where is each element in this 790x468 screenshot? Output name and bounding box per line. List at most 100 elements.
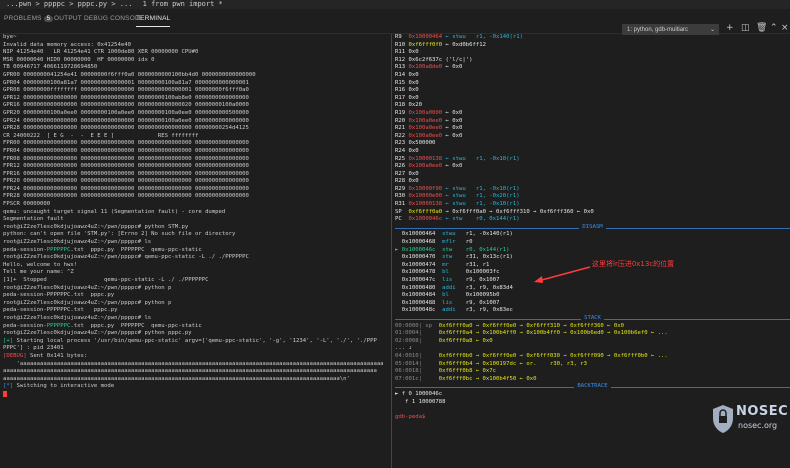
disasm-row: 0x10000478 bl 0x100003fc	[395, 269, 790, 277]
register-value: 0x10000138	[408, 201, 446, 208]
trash-icon[interactable]: 🗑	[756, 23, 768, 33]
register-deref: ← 0x0	[445, 117, 463, 124]
terminal-line: FPR16 0000000000000000 0000000000000000 …	[3, 170, 249, 177]
terminal-line: CR 24000222 [ E G - - E E E ] RES ffffff…	[3, 132, 199, 139]
watermark-subtitle: nosec.org	[738, 421, 778, 430]
terminal-line: FPR04 0000000000000000 0000000000000000 …	[3, 147, 249, 154]
terminal-line-text: peda-session-	[3, 246, 47, 253]
terminal-line: FPR24 0000000000000000 0000000000000000 …	[3, 185, 249, 192]
disasm-operands: r0	[462, 239, 473, 246]
register-deref: ← 0x0	[445, 132, 463, 139]
disasm-operands: r9, 0x1007	[462, 299, 500, 306]
terminal-cursor	[3, 390, 7, 397]
terminal-line: TB 00946717 4066119728694850	[3, 64, 98, 71]
terminal-line-text: .txt pppc.py PPPPPPC qemu-ppc-static	[70, 322, 202, 329]
register-deref: ← 0x0	[445, 64, 463, 71]
disasm-row: 0x10000484 bl 0x100095b0	[395, 292, 790, 300]
tab-debug-console[interactable]: DEBUG CONSOLE	[84, 15, 144, 22]
register-value: 0x100a0ee0	[408, 132, 446, 139]
disasm-marker	[395, 262, 402, 268]
gdb-prompt-line: gdb-peda$	[395, 414, 790, 422]
terminal-right-pane[interactable]: R9 0x10000464 ← stwu r1, -0x140(r1)R10 0…	[395, 34, 790, 454]
disasm-mnemonic: bl	[442, 269, 463, 276]
terminal-line: root@iZ2ze7lesc0kdjujoawz4uZ:~/pwn/ppppc…	[3, 223, 189, 230]
terminal-line: root@iZ2ze7lesc0kdjujoawz4uZ:~/pwn/ppppc…	[3, 284, 172, 291]
register-name: R9	[395, 34, 409, 40]
terminal-line: Invalid data memory access: 0x41254e40	[3, 41, 131, 48]
status-tag: [+]	[3, 337, 14, 344]
register-row: R19 0x100a0000 ← 0x0	[395, 110, 790, 118]
split-terminal-icon[interactable]: ◫	[741, 23, 750, 33]
disasm-row: 0x10000474 mr r31, r1	[395, 262, 790, 270]
stack-separator: STACK	[395, 314, 790, 323]
register-value: 0xf6fff0f0	[408, 41, 446, 48]
disasm-mnemonic: lis	[442, 277, 463, 283]
problems-count-badge: 5	[43, 16, 54, 22]
register-name: R31	[395, 201, 409, 208]
stack-entry: 0xf6fff0a8 ← 0x0	[438, 337, 493, 344]
register-deref: ← stwu r1, -0x10(r1)	[445, 201, 520, 208]
terminal-left-pane[interactable]: bye~Invalid data memory access: 0x41254e…	[0, 34, 390, 454]
stack-offset: 00:0000│ sp	[395, 322, 439, 329]
stack-entry: 0xf6fff0b4 → 0x100197dc ← or. r30, r3, r…	[438, 360, 587, 367]
tab-terminal[interactable]: TERMINAL	[136, 15, 171, 27]
register-value: 0xf6fff0a0	[408, 208, 446, 215]
register-name: R12	[395, 56, 409, 63]
new-terminal-icon[interactable]: +	[726, 23, 734, 33]
terminal-line-text: Sent 0x141 bytes:	[26, 352, 88, 359]
disasm-marker	[395, 277, 402, 283]
disasm-address: 0x10000480	[401, 284, 443, 291]
register-deref: ← stwu r1, -0x10(r1)	[445, 185, 520, 192]
close-icon[interactable]: ×	[781, 23, 789, 33]
terminal-line: [*] Switching to interactive mode	[0, 383, 390, 391]
terminal-line: PPPC'] : pid 23401	[3, 345, 64, 352]
register-value: 0x1000046c	[408, 216, 446, 223]
register-deref: ← 0x0	[445, 125, 463, 132]
maximize-icon[interactable]: ⌃	[770, 23, 778, 33]
terminal-line: GPR28 0000000000000000 0000000000000000 …	[3, 125, 249, 132]
stack-entry: 0xf6fff0b0 → 0xf6fff0e0 → 0xf6fff030 → 0…	[438, 352, 668, 359]
terminal-line: qemu: uncaught target signal 11 (Segment…	[3, 208, 226, 215]
disasm-address: 0x1000047c	[401, 277, 443, 283]
disasm-address: 0x10000478	[401, 269, 443, 276]
breadcrumb: ...pwn > ppppc > pppc.py > ...	[6, 0, 133, 8]
register-value: 0x10000f90	[408, 185, 446, 192]
stack-row: 01:0004│ 0xf6fff0a4 → 0x100b4ff0 → 0x100…	[395, 330, 790, 338]
register-value: 0x10000464	[408, 34, 446, 40]
register-row: R10 0xf6fff0f0 ← 0xd0b6ff12	[395, 42, 790, 50]
disasm-marker	[395, 254, 402, 260]
register-row: R25 0x10000138 ← stwu r1, -0x10(r1)	[395, 156, 790, 164]
terminal-line: MSR 00000040 HID0 00000000 HF 00000000 i…	[3, 56, 155, 63]
tab-output[interactable]: OUTPUT	[54, 15, 82, 22]
register-value: 0x0	[408, 94, 422, 101]
terminal-selector[interactable]: 1: python, gdb-multiarc ⌄	[622, 24, 719, 35]
register-row: R30 0x10000e00 ← stwu r1, -0x20(r1)	[395, 193, 790, 201]
disasm-marker	[395, 300, 402, 306]
gdb-prompt: gdb-peda$	[395, 413, 429, 420]
terminal-line: aaaaaaaaaaaaaaaaaaaaaaaaaaaaaaaaaaaaaaaa…	[3, 375, 350, 382]
pane-divider[interactable]	[391, 34, 392, 468]
register-row: R28 0x0	[395, 178, 790, 186]
disasm-mnemonic: addi	[442, 307, 463, 314]
disasm-marker	[395, 231, 402, 237]
stack-offset: 06:0018│	[395, 368, 439, 375]
disasm-mnemonic: mflr	[442, 239, 463, 246]
register-row: R18 0x20	[395, 102, 790, 110]
watermark-title: NOSEC	[736, 404, 789, 419]
disasm-row: 0x10000470 stw r31, 0x13c(r1)	[395, 254, 790, 262]
register-row: R20 0x100a0ee0 ← 0x0	[395, 118, 790, 126]
terminal-line: FPR12 0000000000000000 0000000000000000 …	[3, 163, 249, 170]
stack-row: 06:0018│ 0xf6fff0b8 ← 0x7c	[395, 368, 790, 376]
disasm-marker	[395, 307, 402, 313]
disasm-row: 0x1000048c addi r3, r9, 0x83ec	[395, 307, 790, 315]
register-row: PC 0x1000046c ← stw r0, 0x144(r1)	[395, 216, 790, 224]
backtrace-row: ► f 0 1000046c	[395, 390, 443, 397]
disasm-operands: 0x100095b0	[462, 292, 500, 299]
register-value: 0x10000138	[408, 155, 446, 162]
register-name: R30	[395, 193, 409, 200]
terminal-line-text: .txt pppc.py PPPPPPC qemu-ppc-static	[70, 246, 202, 253]
terminal-line-text: peda-session-	[3, 322, 47, 329]
stack-offset: 01:0004│	[395, 330, 439, 337]
terminal-line: GPR16 0000000000000000 0000000000000000 …	[3, 102, 249, 109]
